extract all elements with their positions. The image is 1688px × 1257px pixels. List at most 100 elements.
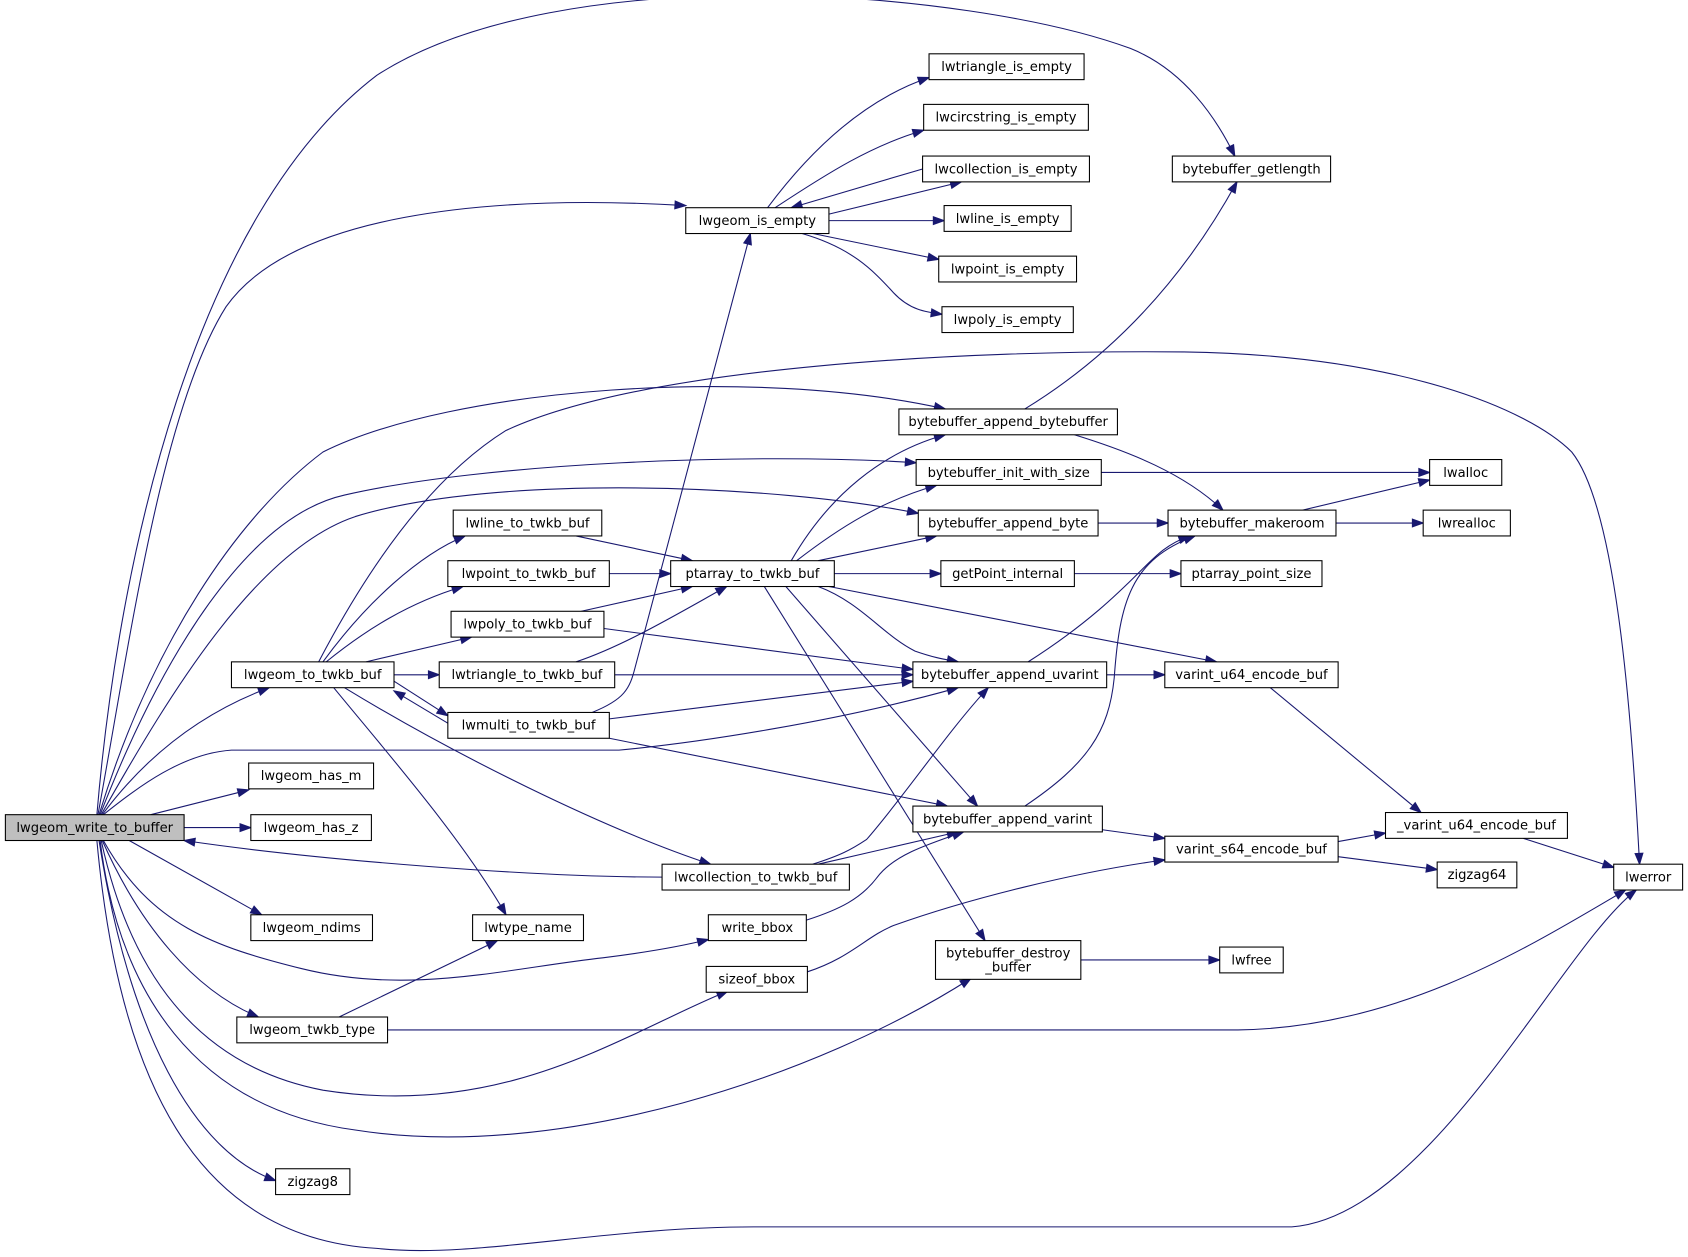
arrowhead-icon: [1418, 467, 1432, 478]
node-lwcollection-is-empty[interactable]: lwcollection_is_empty: [922, 155, 1090, 183]
node-getPoint-internal[interactable]: getPoint_internal: [940, 560, 1075, 588]
node-lwrealloc[interactable]: lwrealloc: [1422, 509, 1511, 537]
edge-line: [1302, 479, 1430, 511]
arrowhead-icon: [435, 705, 450, 717]
node-lwgeom-twkb-type[interactable]: lwgeom_twkb_type: [236, 1016, 389, 1044]
node-varint-u64-encode-buf[interactable]: varint_u64_encode_buf: [1164, 661, 1339, 689]
node-ptarray-point-size[interactable]: ptarray_point_size: [1180, 560, 1323, 588]
node-lwpoly-to-twkb-buf[interactable]: lwpoly_to_twkb_buf: [450, 610, 605, 638]
node-lwcircstring-is-empty[interactable]: lwcircstring_is_empty: [923, 103, 1089, 131]
node-label: lwalloc: [1443, 466, 1488, 481]
node-label: lwline_to_twkb_buf: [465, 516, 589, 531]
node-label: lwpoly_to_twkb_buf: [463, 618, 592, 633]
node-lwgeom-ndims[interactable]: lwgeom_ndims: [250, 914, 374, 942]
node-lwpoint-to-twkb-buf[interactable]: lwpoint_to_twkb_buf: [447, 560, 610, 588]
node-box: [661, 863, 850, 891]
edge-_varint_u64_encode_buf-to-lwerror: [1523, 837, 1616, 869]
node-lwline-to-twkb-buf[interactable]: lwline_to_twkb_buf: [452, 509, 603, 537]
edge-bytebuffer_append_varint-to-varint_s64_encode_buf: [1102, 829, 1167, 842]
arrowhead-icon: [427, 670, 441, 680]
node-box: [1436, 861, 1518, 889]
node-bytebuffer-init-with-size[interactable]: bytebuffer_init_with_size: [915, 458, 1102, 486]
edge-getPoint_internal-to-ptarray_point_size: [1074, 568, 1183, 579]
node-zigzag64[interactable]: zigzag64: [1436, 861, 1518, 889]
edge-line: [184, 839, 663, 878]
node-box: [898, 408, 1118, 436]
edge-line: [828, 181, 962, 215]
node-bytebuffer-getlength[interactable]: bytebuffer_getlength: [1171, 155, 1332, 183]
edge-lwgeom_to_twkb_buf-to-lwmulti_to_twkb_buf: [393, 680, 450, 717]
edge-ptarray_to_twkb_buf-to-getPoint_internal: [834, 568, 943, 579]
arrowhead-icon: [906, 506, 920, 516]
arrowhead-icon: [742, 231, 752, 246]
edge-ptarray_to_twkb_buf-to-bytebuffer_append_bytebuffer: [790, 433, 947, 561]
node-bytebuffer-makeroom[interactable]: bytebuffer_makeroom: [1167, 509, 1337, 537]
node-lwtype-name[interactable]: lwtype_name: [472, 914, 585, 942]
node-box: [1422, 509, 1511, 537]
edge-lwgeom_write_to_buffer-to-bytebuffer_append_uvarint: [103, 686, 960, 816]
arrowhead-icon: [1169, 568, 1183, 579]
edge-line: [103, 687, 959, 816]
node-box: [1167, 509, 1337, 537]
edge-bytebuffer_append_uvarint-to-bytebuffer_makeroom: [1027, 535, 1192, 663]
edge-bytebuffer_append_uvarint-to-varint_u64_encode_buf: [1106, 670, 1167, 680]
node-bytebuffer-destroy-buffer[interactable]: bytebuffer_destroy_buffer: [934, 940, 1082, 980]
edge-lwgeom_to_twkb_buf-to-lwpoly_to_twkb_buf: [365, 635, 474, 663]
edge-line: [387, 889, 1626, 1031]
node-lwgeom-has-m[interactable]: lwgeom_has_m: [248, 762, 375, 790]
node-lwpoly-is-empty[interactable]: lwpoly_is_empty: [941, 306, 1074, 334]
arrowhead-icon: [239, 822, 253, 833]
edge-line: [818, 535, 937, 562]
node-lwtriangle-to-twkb-buf[interactable]: lwtriangle_to_twkb_buf: [438, 661, 616, 689]
node-lwpoint-is-empty[interactable]: lwpoint_is_empty: [938, 255, 1078, 283]
node--varint-u64-encode-buf[interactable]: _varint_u64_encode_buf: [1384, 811, 1568, 839]
arrowhead-icon: [256, 687, 271, 696]
node-box: [1164, 661, 1339, 689]
edge-line: [812, 233, 939, 260]
node-lwtriangle-is-empty[interactable]: lwtriangle_is_empty: [928, 53, 1085, 81]
node-lwline-is-empty[interactable]: lwline_is_empty: [943, 205, 1072, 232]
node-bytebuffer-append-byte[interactable]: bytebuffer_append_byte: [917, 509, 1099, 537]
node-bytebuffer-append-bytebuffer[interactable]: bytebuffer_append_bytebuffer: [898, 408, 1118, 436]
node-lwmulti-to-twkb-buf[interactable]: lwmulti_to_twkb_buf: [447, 711, 610, 739]
node-varint-s64-encode-buf[interactable]: varint_s64_encode_buf: [1164, 835, 1339, 863]
edge-lwgeom_write_to_buffer-to-zigzag8: [98, 840, 278, 1182]
edge-line: [581, 586, 693, 612]
node-bytebuffer-append-varint[interactable]: bytebuffer_append_varint: [912, 805, 1103, 833]
edge-lwgeom_is_empty-to-lwline_is_empty: [828, 215, 946, 226]
node-label: lwfree: [1231, 953, 1271, 968]
edge-line: [1269, 687, 1422, 813]
arrowhead-icon: [1634, 852, 1644, 866]
node-box: [912, 661, 1108, 689]
node-box: [922, 155, 1090, 183]
node-box: [915, 458, 1102, 486]
node-label: lwtype_name: [484, 921, 572, 936]
edge-ptarray_to_twkb_buf-to-bytebuffer_destroy_buffer: [763, 586, 986, 942]
node-bytebuffer-append-uvarint[interactable]: bytebuffer_append_uvarint: [912, 661, 1108, 689]
node-label: lwgeom_has_z: [264, 821, 359, 836]
node-sizeof-bbox[interactable]: sizeof_bbox: [705, 965, 808, 993]
node-box: [940, 560, 1075, 588]
arrowhead-icon: [1373, 830, 1388, 840]
edge-line: [796, 484, 937, 562]
node-lwgeom-is-empty[interactable]: lwgeom_is_empty: [685, 207, 830, 235]
node-write-bbox[interactable]: write_bbox: [707, 914, 807, 942]
edge-varint_s64_encode_buf-to-_varint_u64_encode_buf: [1338, 830, 1388, 843]
node-lwcollection-to-twkb-buf[interactable]: lwcollection_to_twkb_buf: [661, 863, 850, 891]
node-lwfree[interactable]: lwfree: [1219, 946, 1284, 974]
arrowhead-icon: [714, 585, 729, 597]
node-lwerror[interactable]: lwerror: [1613, 863, 1684, 891]
edge-line: [1027, 535, 1190, 663]
node-ptarray-to-twkb-buf[interactable]: ptarray_to_twkb_buf: [670, 560, 835, 588]
node-label: zigzag8: [287, 1175, 337, 1190]
edge-line: [128, 840, 262, 916]
edge-line: [807, 859, 1165, 973]
arrowhead-icon: [246, 1008, 260, 1018]
node-lwgeom-has-z[interactable]: lwgeom_has_z: [250, 814, 372, 842]
edge-varint_s64_encode_buf-to-zigzag64: [1338, 856, 1439, 873]
node-zigzag8[interactable]: zigzag8: [275, 1168, 351, 1196]
node-lwalloc[interactable]: lwalloc: [1429, 458, 1503, 486]
node-lwgeom-write-to-buffer[interactable]: lwgeom_write_to_buffer: [4, 814, 185, 842]
arrowhead-icon: [674, 200, 688, 210]
node-lwgeom-to-twkb-buf[interactable]: lwgeom_to_twkb_buf: [230, 661, 395, 689]
